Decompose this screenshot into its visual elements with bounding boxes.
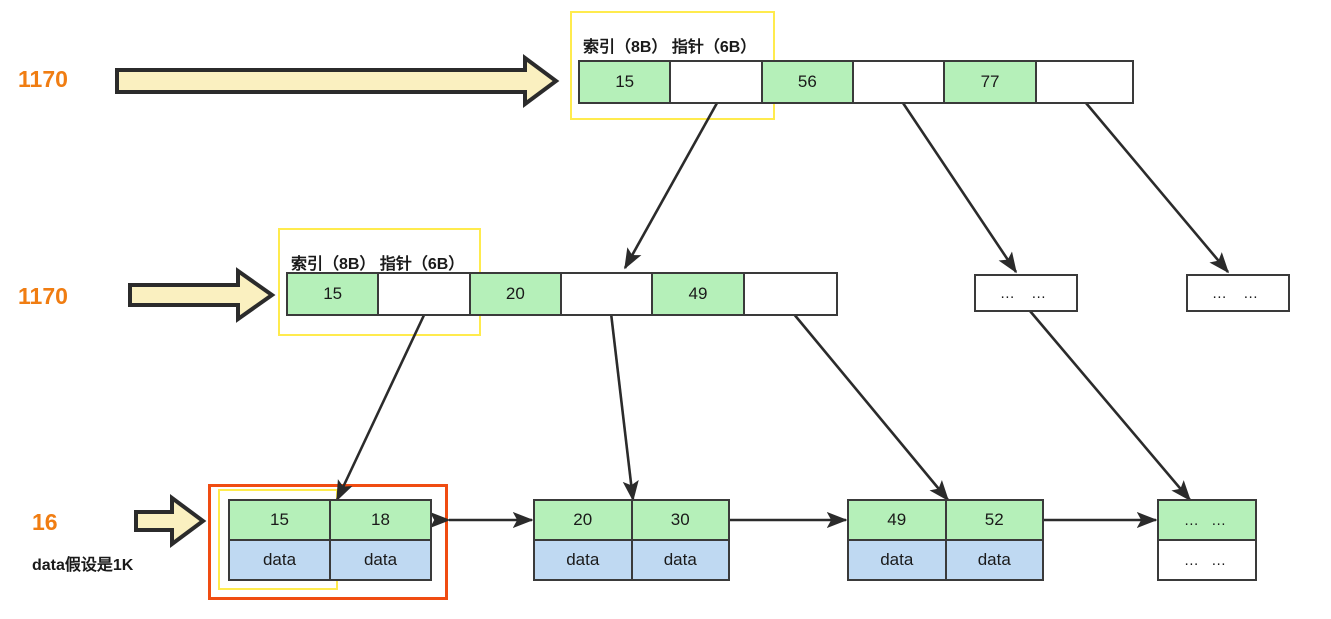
root-cell-ptr-2[interactable] xyxy=(1036,62,1133,102)
internal1-cell-key-0[interactable]: 15 xyxy=(288,274,380,314)
edge-l2-p2 xyxy=(609,312,639,502)
leaf3-key-1[interactable]: 52 xyxy=(946,501,1042,539)
block-arrow-level2 xyxy=(128,267,276,323)
level3-note-label: data假设是1K xyxy=(32,557,134,574)
leaf1-data-1[interactable]: data xyxy=(331,541,430,579)
level3-size-label: 16 xyxy=(32,509,58,535)
root-cell-key-0[interactable]: 15 xyxy=(580,62,672,102)
edge-dotsA-leaf4 xyxy=(1029,310,1192,502)
root-cell-key-2[interactable]: 77 xyxy=(945,62,1037,102)
leaf4-data-0[interactable]: … … xyxy=(1159,541,1255,579)
edge-root-p3 xyxy=(1085,102,1230,274)
leaf1-key-row: 15 18 xyxy=(230,501,430,541)
internal1-cell-ptr-2[interactable] xyxy=(744,274,836,314)
leaf2-key-1[interactable]: 30 xyxy=(632,501,728,539)
internal1-cell-ptr-0[interactable] xyxy=(379,274,471,314)
leaf4-key-0[interactable]: … … xyxy=(1159,501,1255,539)
block-arrow-level3 xyxy=(134,494,207,548)
leaf3-key-0[interactable]: 49 xyxy=(849,501,947,539)
root-cell-key-1[interactable]: 56 xyxy=(762,62,855,102)
internal1-cell-ptr-1[interactable] xyxy=(561,274,654,314)
block-arrow-level1 xyxy=(115,54,560,108)
edge-root-p1 xyxy=(623,102,719,270)
leaf1-data-0[interactable]: data xyxy=(230,541,331,579)
root-node[interactable]: 15 56 77 xyxy=(578,60,1134,104)
leaf-node-4[interactable]: … … … … xyxy=(1157,499,1257,581)
leaf2-data-1[interactable]: data xyxy=(632,541,728,579)
leaf3-data-row: data data xyxy=(849,541,1042,579)
leaf4-key-row: … … xyxy=(1159,501,1255,541)
leaf3-data-1[interactable]: data xyxy=(946,541,1042,579)
edge-root-p2 xyxy=(901,102,1018,274)
root-cell-ptr-1[interactable] xyxy=(854,62,946,102)
leaf1-key-0[interactable]: 15 xyxy=(230,501,331,539)
leaf1-outer-highlight-frame xyxy=(208,484,448,600)
leaf-node-2[interactable]: 20 30 data data xyxy=(533,499,730,581)
internal1-cell-key-1[interactable]: 20 xyxy=(470,274,562,314)
leaf2-data-row: data data xyxy=(535,541,728,579)
leaf3-key-row: 49 52 xyxy=(849,501,1042,541)
internal-node-placeholder-2[interactable]: … … xyxy=(1186,274,1290,312)
level2-caption: 索引（8B） 指针（6B） xyxy=(291,256,465,273)
level1-caption: 索引（8B） 指针（6B） xyxy=(583,39,757,56)
edge-l2-p3 xyxy=(791,312,950,502)
leaf1-key-1[interactable]: 18 xyxy=(331,501,430,539)
internal1-cell-key-2[interactable]: 49 xyxy=(653,274,745,314)
leaf2-key-row: 20 30 xyxy=(535,501,728,541)
level1-size-label: 1170 xyxy=(18,66,68,92)
leaf3-data-0[interactable]: data xyxy=(849,541,947,579)
leaf1-data-row: data data xyxy=(230,541,430,579)
leaf4-data-row: … … xyxy=(1159,541,1255,579)
level2-size-label: 1170 xyxy=(18,283,68,309)
leaf-node-1[interactable]: 15 18 data data xyxy=(228,499,432,581)
leaf2-key-0[interactable]: 20 xyxy=(535,501,633,539)
internal-node-1[interactable]: 15 20 49 xyxy=(286,272,838,316)
leaf-node-3[interactable]: 49 52 data data xyxy=(847,499,1044,581)
leaf2-data-0[interactable]: data xyxy=(535,541,633,579)
internal-node-placeholder-1[interactable]: … … xyxy=(974,274,1078,312)
edge-l2-p1 xyxy=(335,312,427,502)
root-cell-ptr-0[interactable] xyxy=(671,62,763,102)
